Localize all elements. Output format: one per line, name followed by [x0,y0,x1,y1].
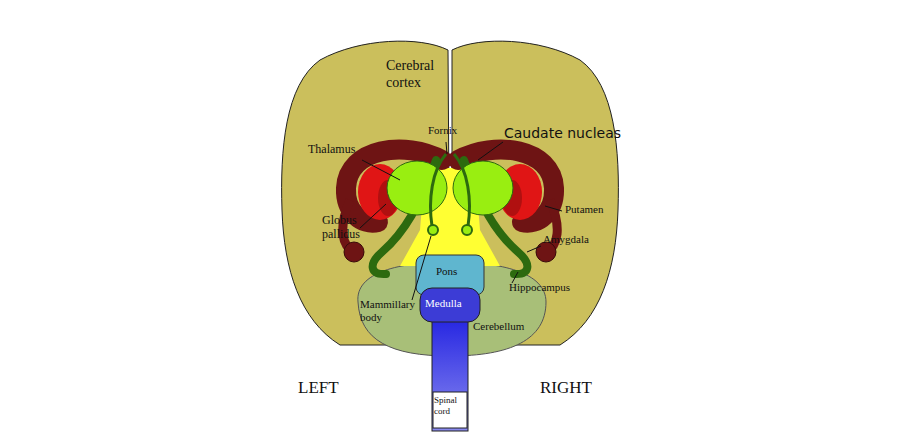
part-label: Caudate nucleas [504,125,634,142]
part-label: Mammillary body [360,298,430,324]
part-label: Putamen [565,203,625,216]
leader-line [478,142,503,160]
part-label: Spinal cord [434,395,466,417]
leader-line [362,160,400,180]
medulla-shape [420,288,480,322]
part-label: Pons [436,265,476,278]
part-label: Globus pallidus [322,213,378,242]
part-label: Fornix [428,124,478,137]
leader-line [412,236,431,300]
leader-lines [360,142,562,300]
part-label: Cerebellum [473,320,543,333]
part-label: Thalamus [308,142,378,156]
leader-line [545,206,562,211]
leader-line [527,246,541,252]
side-label: LEFT [298,378,368,398]
spinal-cord-label-box [433,392,467,428]
part-label: Amygdala [543,233,613,246]
leader-line [446,142,447,154]
leader-line [360,204,386,228]
side-label: RIGHT [540,378,620,398]
part-label: Medulla [425,297,477,310]
spinal-cord-shape [432,305,468,431]
part-label: Hippocampus [509,281,599,294]
region-label: Cerebral cortex [386,58,456,92]
